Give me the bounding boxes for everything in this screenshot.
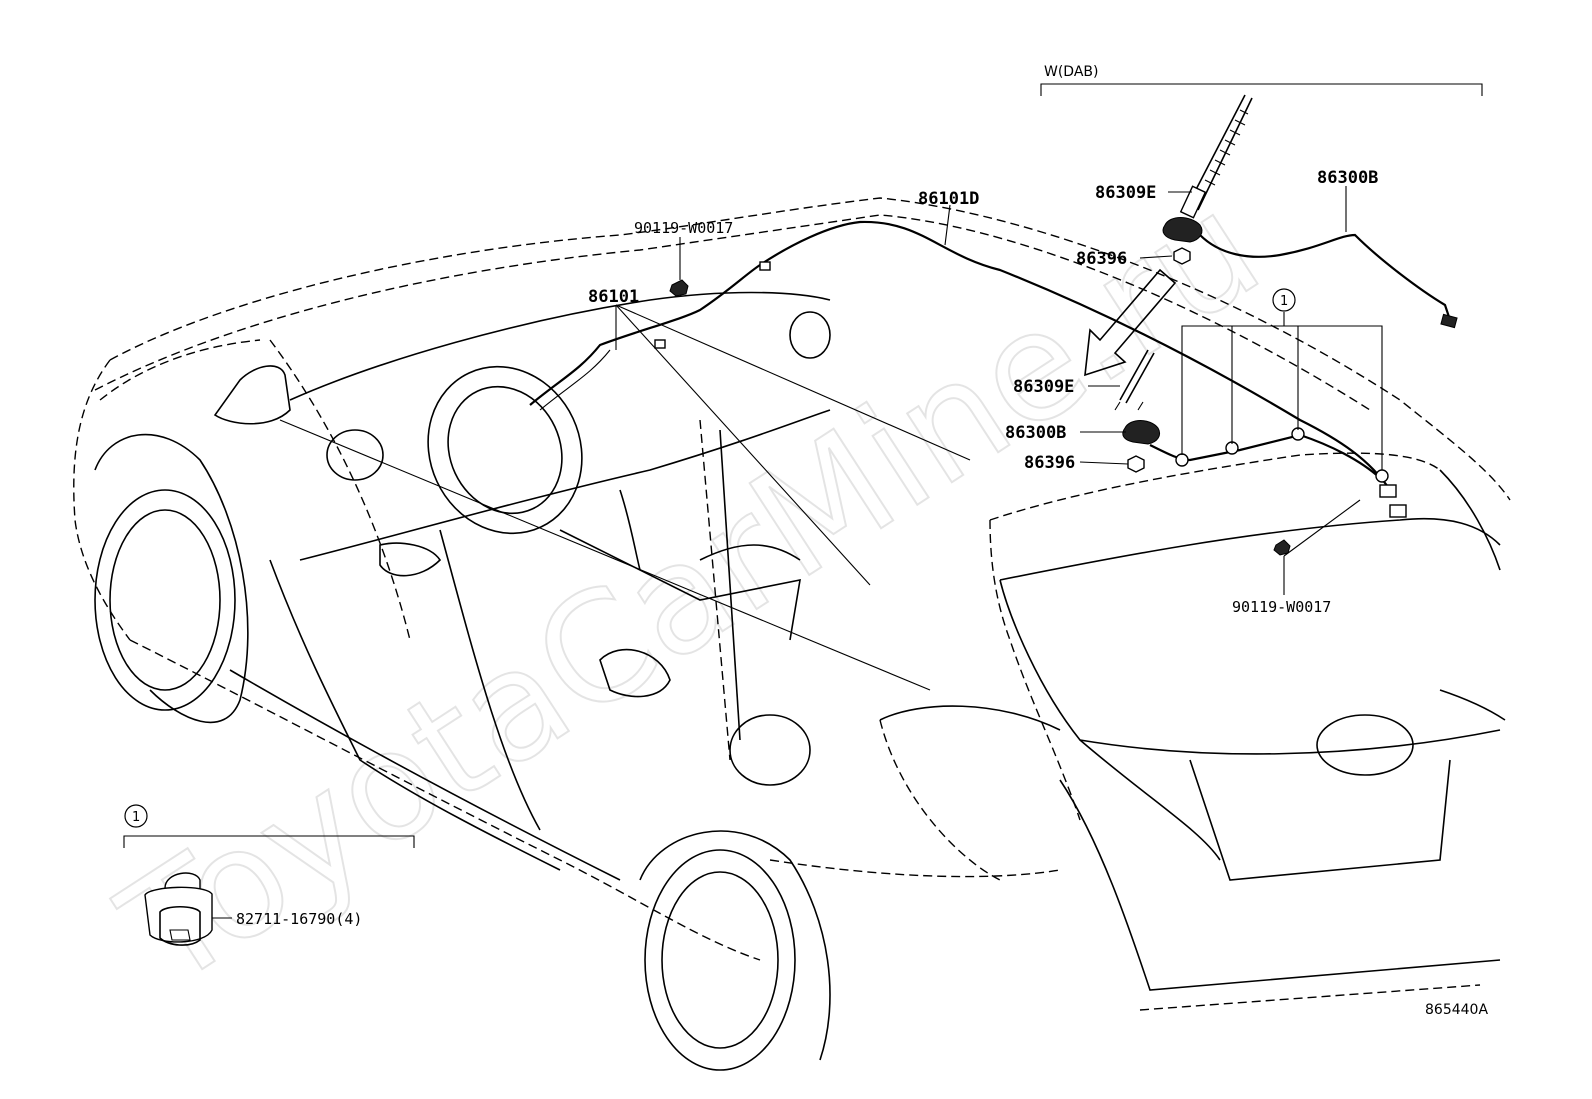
label-86300B-lower: 86300B bbox=[1005, 423, 1066, 443]
label-86396-upper: 86396 bbox=[1076, 249, 1127, 269]
group-marker-upper: 1 bbox=[1272, 288, 1296, 312]
variant-label: W(DAB) bbox=[1044, 64, 1098, 80]
nut-lower bbox=[1127, 455, 1145, 473]
label-86309E-lower: 86309E bbox=[1013, 377, 1074, 397]
label-82711-16790: 82711-16790(4) bbox=[236, 910, 362, 928]
antenna-rod-lower bbox=[1114, 349, 1155, 411]
label-86309E-upper: 86309E bbox=[1095, 183, 1156, 203]
svg-text:1: 1 bbox=[1280, 294, 1288, 309]
nut-upper bbox=[1173, 247, 1191, 265]
svg-text:1: 1 bbox=[132, 810, 140, 825]
figure-id: 865440A bbox=[1425, 1002, 1488, 1018]
antenna-rod-upper bbox=[1179, 94, 1253, 219]
label-90119-W0017-right: 90119-W0017 bbox=[1232, 598, 1331, 616]
cable-clamps bbox=[1175, 427, 1389, 483]
antenna-cable-assembly bbox=[529, 220, 1458, 518]
group-marker-detail: 1 bbox=[124, 804, 148, 828]
label-86300B-upper: 86300B bbox=[1317, 168, 1378, 188]
label-90119-W0017-left: 90119-W0017 bbox=[634, 219, 733, 237]
arrow-indicator bbox=[1084, 268, 1177, 377]
label-86101D: 86101D bbox=[918, 189, 979, 209]
label-86396-lower: 86396 bbox=[1024, 453, 1075, 473]
label-86101: 86101 bbox=[588, 287, 639, 307]
car-body-outline bbox=[73, 197, 1511, 1071]
antenna-base-lower bbox=[1122, 420, 1161, 445]
antenna-base-upper bbox=[1162, 217, 1203, 243]
leader-lines bbox=[123, 83, 1483, 919]
clamp-detail-illustration bbox=[144, 872, 213, 946]
clip-left bbox=[669, 279, 689, 297]
